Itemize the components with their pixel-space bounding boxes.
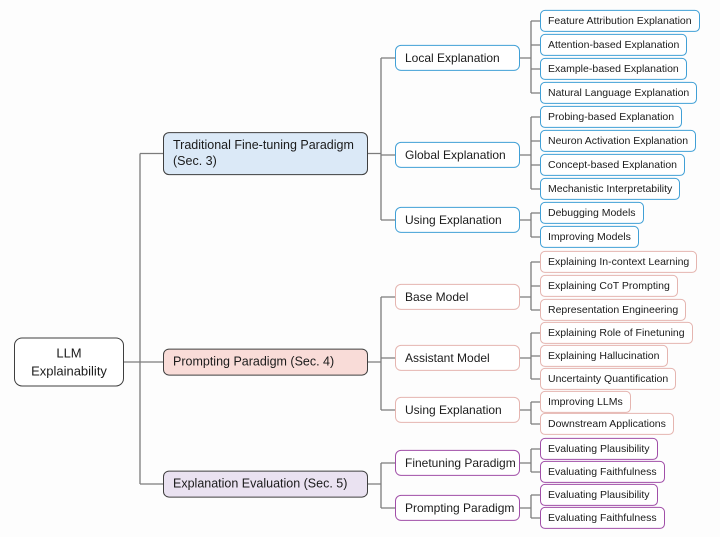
connector-base-model (520, 261, 540, 311)
node-global-explanation: Global Explanation (395, 141, 520, 169)
node-using-explanation-pink: Using Explanation (395, 396, 520, 424)
leaf-explaining-cot-prompting: Explaining CoT Prompting (540, 274, 678, 298)
node-finetuning-paradigm: Finetuning Paradigm (395, 449, 520, 477)
leaf-probing-based-explanation: Probing-based Explanation (540, 105, 683, 129)
leaf-feature-attribution-explanation: Feature Attribution Explanation (540, 9, 700, 33)
leaf-explaining-hallucination: Explaining Hallucination (540, 344, 668, 368)
leaf-concept-based-explanation: Concept-based Explanation (540, 153, 686, 177)
connector-local-explanation (520, 20, 540, 94)
node-prompting-paradigm-sec4: Prompting Paradigm (Sec. 4) (163, 348, 368, 376)
node-base-model: Base Model (395, 283, 520, 311)
leaf-evaluating-plausibility-finetuning: Evaluating Plausibility (540, 437, 658, 461)
connector-using-explanation-pink (520, 401, 540, 425)
connector-global-explanation (520, 116, 540, 190)
leaf-representation-engineering: Representation Engineering (540, 298, 687, 322)
leaf-downstream-applications: Downstream Applications (540, 412, 674, 436)
leaf-improving-models: Improving Models (540, 225, 639, 249)
leaf-natural-language-explanation: Natural Language Explanation (540, 81, 698, 105)
connector-finetuning-paradigm (520, 448, 540, 473)
leaf-mechanistic-interpretability: Mechanistic Interpretability (540, 177, 681, 201)
leaf-explaining-role-of-finetuning: Explaining Role of Finetuning (540, 321, 693, 345)
node-local-explanation: Local Explanation (395, 44, 520, 72)
leaf-evaluating-faithfulness-prompting: Evaluating Faithfulness (540, 506, 665, 530)
connector-section-evaluation (368, 462, 395, 509)
leaf-example-based-explanation: Example-based Explanation (540, 57, 687, 81)
connector-assistant-model (520, 332, 540, 380)
connector-section-prompting (368, 296, 395, 411)
connector-prompting-paradigm-purple (520, 494, 540, 519)
leaf-improving-llms: Improving LLMs (540, 390, 631, 414)
connector-root (124, 152, 163, 485)
node-prompting-paradigm-purple: Prompting Paradigm (395, 494, 520, 522)
leaf-debugging-models: Debugging Models (540, 201, 644, 225)
connector-using-explanation-blue (520, 212, 540, 238)
node-assistant-model: Assistant Model (395, 344, 520, 372)
leaf-attention-based-explanation: Attention-based Explanation (540, 33, 688, 57)
node-llm-explainability: LLM Explainability (14, 337, 124, 387)
node-traditional-finetuning-paradigm: Traditional Fine-tuning Paradigm (Sec. 3… (163, 131, 368, 176)
leaf-neuron-activation-explanation: Neuron Activation Explanation (540, 129, 697, 153)
node-explanation-evaluation-sec5: Explanation Evaluation (Sec. 5) (163, 470, 368, 498)
connector-section-traditional (368, 57, 395, 221)
leaf-uncertainty-quantification: Uncertainty Quantification (540, 367, 677, 391)
leaf-evaluating-faithfulness-finetuning: Evaluating Faithfulness (540, 460, 665, 484)
node-using-explanation-blue: Using Explanation (395, 206, 520, 234)
leaf-evaluating-plausibility-prompting: Evaluating Plausibility (540, 483, 658, 507)
leaf-explaining-in-context-learning: Explaining In-context Learning (540, 250, 698, 274)
